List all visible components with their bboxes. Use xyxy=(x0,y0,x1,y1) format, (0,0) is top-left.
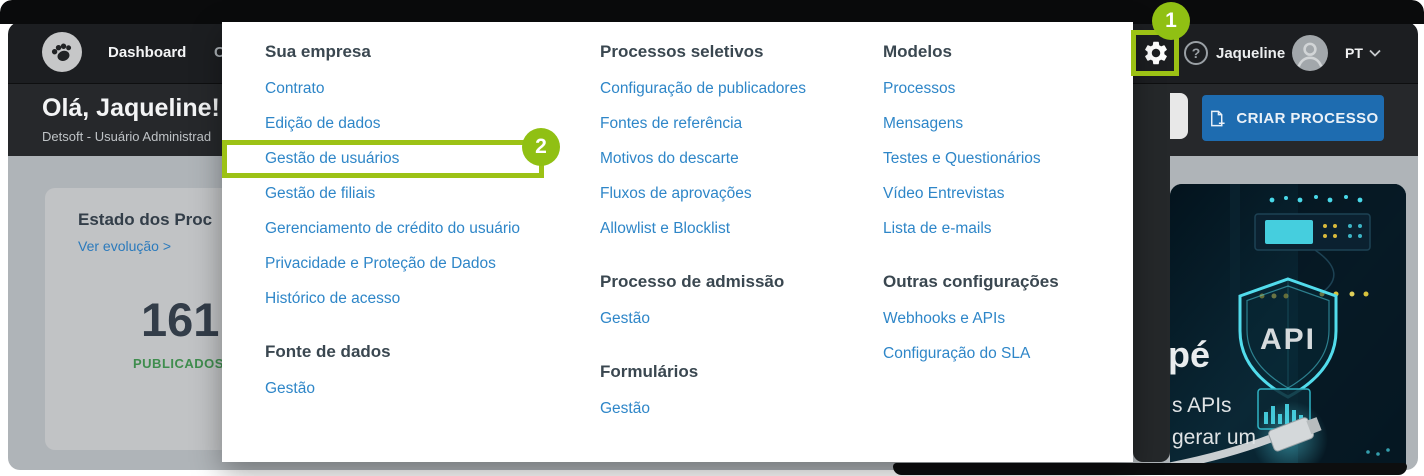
process-status-card: Estado dos Proc Ver evolução > 161 PUBLI… xyxy=(45,188,240,450)
top-frame-bar xyxy=(0,0,1424,24)
greeting-title: Olá, Jaqueline! xyxy=(42,94,220,122)
menu-item-lista-emails[interactable]: Lista de e-mails xyxy=(883,220,992,237)
settings-gear-button[interactable] xyxy=(1142,22,1170,84)
menu-item-fontes-referencia[interactable]: Fontes de referência xyxy=(600,115,743,132)
nav-item-partial[interactable]: C xyxy=(214,44,225,61)
see-evolution-link[interactable]: Ver evolução > xyxy=(78,238,172,254)
menu-item-webhooks-apis[interactable]: Webhooks e APIs xyxy=(883,310,1006,327)
settings-mega-menu: Sua empresa Contrato Edição de dados Ges… xyxy=(222,22,1133,462)
person-icon xyxy=(1297,42,1323,67)
menu-heading-formularios: Formulários xyxy=(600,362,699,381)
annotation-box-gestao-usuarios xyxy=(222,140,544,178)
company-role-subtitle: Detsoft - Usuário Administrad xyxy=(42,129,212,144)
annotation-step-1-badge: 1 xyxy=(1152,2,1190,40)
published-label: PUBLICADOS xyxy=(133,356,224,371)
menu-heading-outras-configuracoes: Outras configurações xyxy=(883,272,1059,291)
partially-hidden-button[interactable] xyxy=(1170,93,1188,139)
menu-item-admissao-gestao[interactable]: Gestão xyxy=(600,310,650,327)
chevron-down-icon xyxy=(1369,49,1381,57)
user-name[interactable]: Jaqueline xyxy=(1216,44,1286,62)
menu-column-3: Modelos Processos Mensagens Testes e Que… xyxy=(883,22,1183,377)
menu-heading-modelos: Modelos xyxy=(883,42,952,61)
published-count: 161 xyxy=(141,293,220,346)
menu-item-config-publicadores[interactable]: Configuração de publicadores xyxy=(600,80,806,97)
create-process-label: CRIAR PROCESSO xyxy=(1236,109,1379,127)
bottom-frame-bar xyxy=(893,463,1407,475)
menu-item-gestao-de-filiais[interactable]: Gestão de filiais xyxy=(265,185,376,202)
api-promo-illustration: API xyxy=(1170,184,1406,470)
language-selector[interactable]: PT xyxy=(1345,22,1381,84)
menu-item-historico-acesso[interactable]: Histórico de acesso xyxy=(265,290,401,307)
user-avatar[interactable] xyxy=(1292,22,1328,84)
menu-column-2: Processos seletivos Configuração de publ… xyxy=(600,22,900,432)
menu-item-video-entrevistas[interactable]: Vídeo Entrevistas xyxy=(883,185,1005,202)
language-label: PT xyxy=(1345,45,1363,61)
menu-item-gerenciamento-credito[interactable]: Gerenciamento de crédito do usuário xyxy=(265,220,521,237)
menu-item-fonte-gestao[interactable]: Gestão xyxy=(265,380,315,397)
menu-item-formularios-gestao[interactable]: Gestão xyxy=(600,400,650,417)
menu-heading-fonte-de-dados: Fonte de dados xyxy=(265,342,391,361)
menu-item-motivos-descarte[interactable]: Motivos do descarte xyxy=(600,150,739,167)
menu-heading-sua-empresa: Sua empresa xyxy=(265,42,371,61)
create-process-button[interactable]: CRIAR PROCESSO xyxy=(1202,95,1384,141)
menu-item-allowlist-blocklist[interactable]: Allowlist e Blocklist xyxy=(600,220,731,237)
menu-item-edicao-de-dados[interactable]: Edição de dados xyxy=(265,115,381,132)
document-plus-icon xyxy=(1211,110,1225,126)
promo-text-line1: pé xyxy=(1170,334,1211,375)
promo-text-line2: s APIs xyxy=(1172,394,1232,417)
menu-heading-processo-admissao: Processo de admissão xyxy=(600,272,785,291)
card-title: Estado dos Proc xyxy=(78,210,213,229)
dim-overlay-strip xyxy=(1133,84,1170,462)
menu-item-gestao-de-usuarios[interactable]: Gestão de usuários xyxy=(265,150,400,167)
nav-item-dashboard[interactable]: Dashboard xyxy=(108,44,187,61)
menu-item-contrato[interactable]: Contrato xyxy=(265,80,325,97)
menu-item-configuracao-sla[interactable]: Configuração do SLA xyxy=(883,345,1031,362)
promo-text-line3: gerar um xyxy=(1172,426,1257,449)
api-promo-banner[interactable]: API pé s APIs gerar um xyxy=(1170,184,1406,470)
api-shield-label: API xyxy=(1260,323,1316,356)
menu-item-processos[interactable]: Processos xyxy=(883,80,956,97)
help-button[interactable]: ? xyxy=(1184,22,1208,84)
help-icon: ? xyxy=(1184,41,1208,65)
menu-item-privacidade[interactable]: Privacidade e Proteção de Dados xyxy=(265,255,496,272)
menu-heading-processos-seletivos: Processos seletivos xyxy=(600,42,764,61)
paw-icon xyxy=(51,43,72,61)
gear-icon xyxy=(1145,41,1167,65)
menu-item-fluxos-aprovacoes[interactable]: Fluxos de aprovações xyxy=(600,185,752,202)
menu-item-mensagens[interactable]: Mensagens xyxy=(883,115,964,132)
menu-item-testes-questionarios[interactable]: Testes e Questionários xyxy=(883,150,1041,167)
menu-column-1: Sua empresa Contrato Edição de dados Ges… xyxy=(265,22,565,412)
annotation-step-2-badge: 2 xyxy=(522,128,560,166)
gupy-paw-logo[interactable] xyxy=(42,32,82,72)
